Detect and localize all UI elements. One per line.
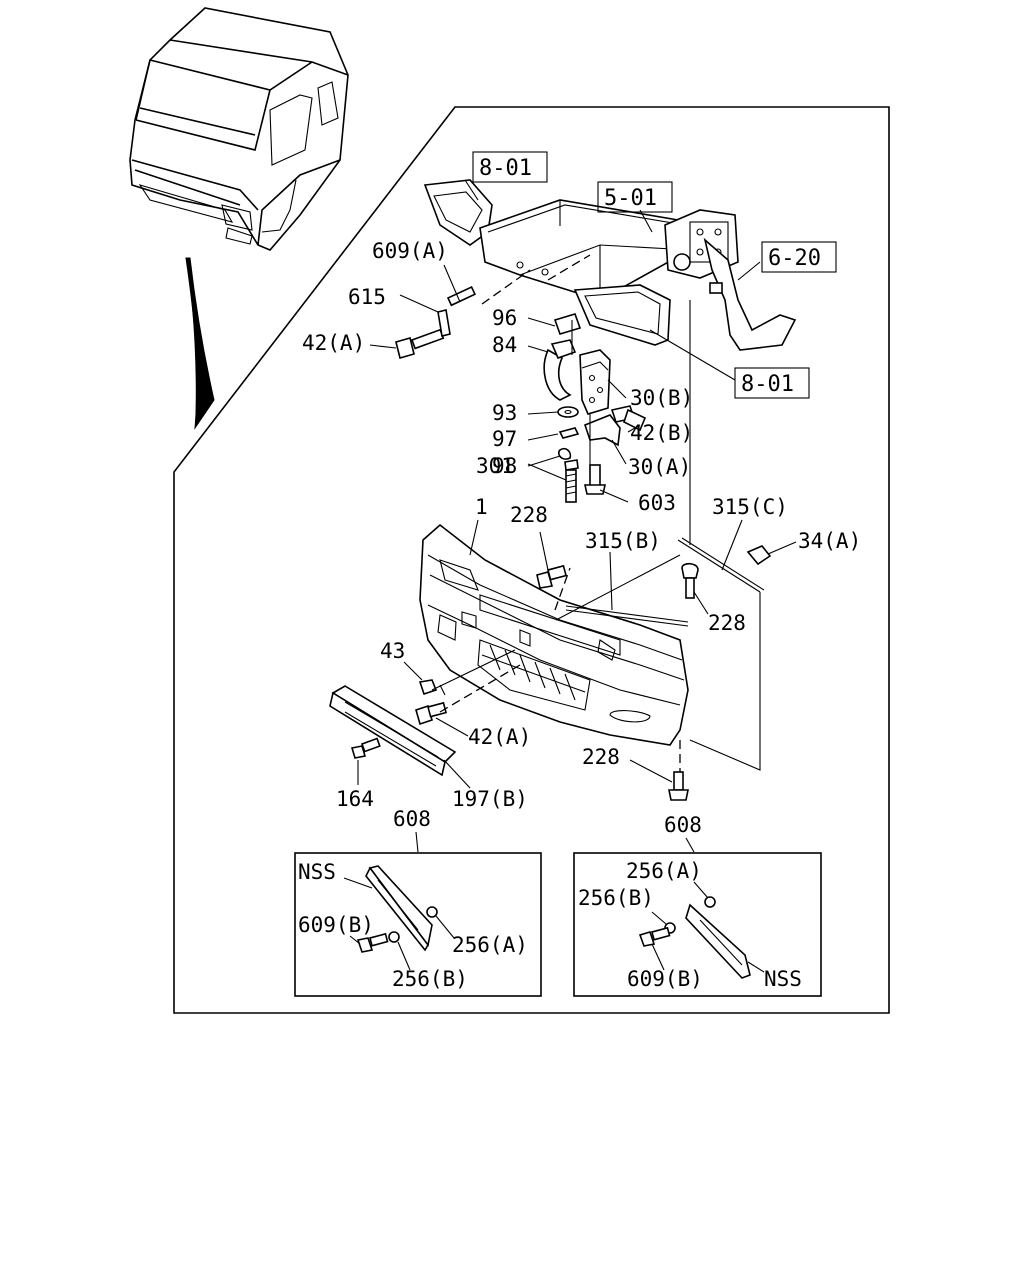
curved-arrow-icon bbox=[185, 257, 215, 430]
inset-right-256b: 256(B) bbox=[578, 886, 654, 910]
label-197b: 197(B) bbox=[452, 787, 528, 811]
inset-left-parts bbox=[343, 865, 455, 971]
crossmember-assembly bbox=[423, 179, 797, 351]
label-301: 301 bbox=[476, 454, 514, 478]
inset-left-256a: 256(A) bbox=[452, 933, 528, 957]
label-42a-top: 42(A) bbox=[302, 331, 365, 355]
label-84: 84 bbox=[492, 333, 517, 357]
label-228-top: 228 bbox=[510, 503, 548, 527]
inset-right-256a: 256(A) bbox=[626, 859, 702, 883]
label-42a-bottom: 42(A) bbox=[468, 725, 531, 749]
label-1: 1 bbox=[475, 495, 488, 519]
label-608-right: 608 bbox=[664, 813, 702, 837]
ref-6-20: 6-20 bbox=[768, 246, 821, 271]
label-228-bottom: 228 bbox=[582, 745, 620, 769]
label-615: 615 bbox=[348, 285, 386, 309]
front-bumper bbox=[419, 523, 689, 746]
inset-box-right bbox=[573, 852, 822, 997]
label-603: 603 bbox=[638, 491, 676, 515]
hook-assembly bbox=[395, 285, 647, 503]
inset-box-left bbox=[294, 852, 542, 997]
ref-8-01-right: 8-01 bbox=[741, 372, 794, 397]
label-164: 164 bbox=[336, 787, 374, 811]
inset-left-labels: NSS 609(B) 256(A) 256(B) bbox=[298, 860, 528, 991]
callout-labels: 8-01 5-01 6-20 8-01 609(A) 615 42(A) 96 … bbox=[302, 156, 861, 837]
ref-5-01: 5-01 bbox=[604, 186, 657, 211]
connector-lines bbox=[357, 179, 797, 853]
inset-left-609b: 609(B) bbox=[298, 913, 374, 937]
label-609a: 609(A) bbox=[372, 239, 448, 263]
label-43: 43 bbox=[380, 639, 405, 663]
label-315c: 315(C) bbox=[712, 495, 788, 519]
reference-boxes bbox=[472, 151, 837, 399]
inset-right-609b: 609(B) bbox=[627, 967, 703, 991]
fasteners bbox=[350, 537, 772, 801]
inset-right-nss: NSS bbox=[764, 967, 802, 991]
label-93: 93 bbox=[492, 401, 517, 425]
inset-right-parts bbox=[638, 881, 765, 979]
inset-left-256b: 256(B) bbox=[392, 967, 468, 991]
label-96: 96 bbox=[492, 306, 517, 330]
inset-right-labels: 256(A) 256(B) 609(B) NSS bbox=[578, 859, 802, 991]
cab-illustration bbox=[129, 7, 349, 251]
ref-8-01-top: 8-01 bbox=[479, 156, 532, 181]
label-34a: 34(A) bbox=[798, 529, 861, 553]
label-315b: 315(B) bbox=[585, 529, 661, 553]
label-608-left: 608 bbox=[393, 807, 431, 831]
label-98: 98 bbox=[492, 454, 517, 478]
label-42b: 42(B) bbox=[630, 421, 693, 445]
label-228-right: 228 bbox=[708, 611, 746, 635]
inset-left-nss: NSS bbox=[298, 860, 336, 884]
main-frame bbox=[173, 106, 890, 1014]
label-30b: 30(B) bbox=[630, 386, 693, 410]
label-97: 97 bbox=[492, 427, 517, 451]
license-bracket bbox=[329, 685, 457, 777]
label-30a: 30(A) bbox=[628, 455, 691, 479]
